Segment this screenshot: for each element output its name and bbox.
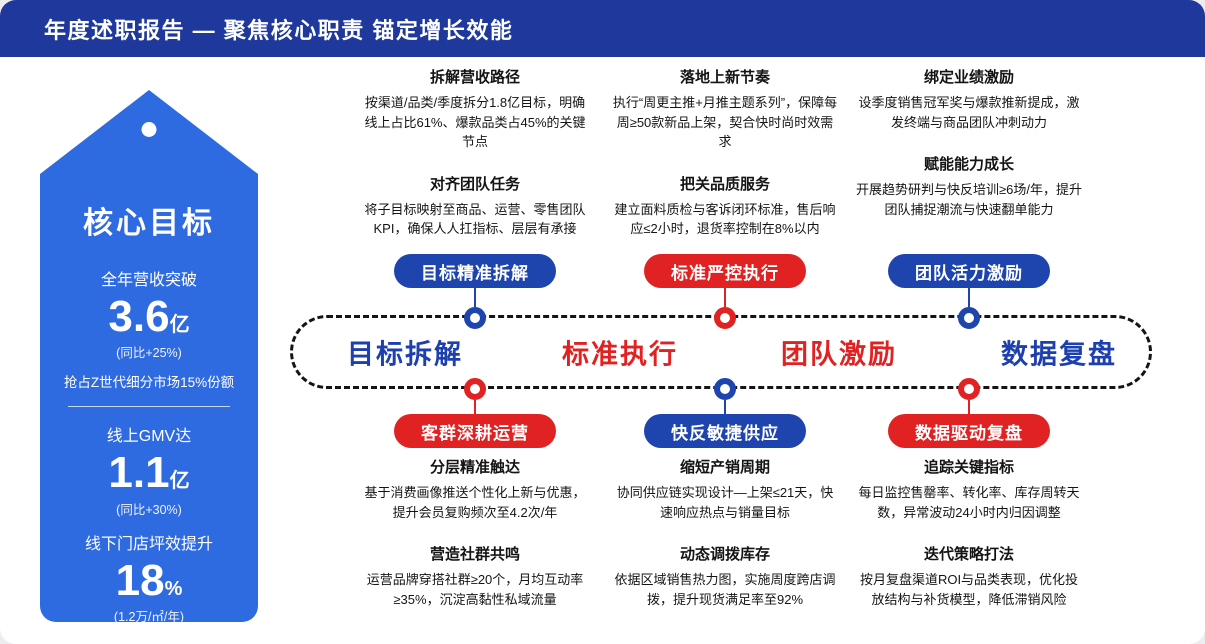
timeline-node-icon bbox=[958, 378, 980, 400]
connector-line bbox=[474, 288, 476, 307]
panel-divider bbox=[68, 406, 230, 408]
block-title: 动态调拨库存 bbox=[679, 546, 770, 563]
top-column-standard-execution: 落地上新节奏 执行“周更主推+月推主题系列”，保障每周≥50款新品上架，契合快时… bbox=[612, 66, 838, 239]
metric-label: 线上GMV达 bbox=[106, 428, 192, 446]
metric-store-efficiency: 线下门店坪效提升 18% (1.2万/㎡/年) bbox=[40, 530, 258, 625]
timeline-node-icon bbox=[714, 378, 736, 400]
metric-number: 3.6 bbox=[108, 292, 170, 341]
pill-agile-supply: 快反敏捷供应 bbox=[644, 414, 806, 448]
goal-panel-title: 核心目标 bbox=[83, 207, 215, 240]
block-body: 运营品牌穿搭社群≥20个，月均互动率≥35%，沉淀高黏性私域流量 bbox=[366, 572, 584, 607]
metric-value: 18% bbox=[40, 556, 258, 605]
metric-note: (1.2万/㎡/年) bbox=[113, 609, 185, 624]
block-body: 将子目标映射至商品、运营、零售团队KPI，确保人人扛指标、层层有承接 bbox=[364, 201, 586, 237]
top-column-team-motivation: 绑定业绩激励 设季度销售冠军奖与爆款推新提成，激发终端与商品团队冲刺动力 赋能能… bbox=[856, 66, 1082, 219]
block-title: 绑定业绩激励 bbox=[923, 69, 1014, 86]
metric-unit: 亿 bbox=[169, 470, 190, 493]
block-title: 追踪关键指标 bbox=[923, 459, 1014, 476]
block-body: 开展趋势研判与快反培训≥6场/年，提升团队捕捉潮流与快速翻单能力 bbox=[856, 182, 1082, 217]
page-title: 年度述职报告 — 聚焦核心职责 锚定增长效能 bbox=[44, 17, 514, 43]
block-body: 按月复盘渠道ROI与品类表现，优化投放结构与补货模型，降低滞销风险 bbox=[859, 572, 1079, 607]
metric-note: (同比+25%) bbox=[116, 346, 182, 361]
connector-line bbox=[724, 400, 726, 414]
pill-data-review: 数据驱动复盘 bbox=[888, 414, 1050, 448]
core-goal-panel: 核心目标 全年营收突破 3.6亿 (同比+25%) 抢占Z世代细分市场15%份额… bbox=[40, 90, 258, 625]
text-block: 营造社群共鸣 运营品牌穿搭社群≥20个，月均互动率≥35%，沉淀高黏性私域流量 bbox=[362, 543, 588, 609]
block-body: 依据区域销售热力图，实施周度跨店调拨，提升现货满足率至92% bbox=[614, 572, 836, 607]
pill-customer-operation: 客群深耕运营 bbox=[394, 414, 556, 448]
timeline-node-icon bbox=[464, 307, 486, 329]
pill-team-motivation: 团队活力激励 bbox=[888, 254, 1050, 288]
text-block: 赋能能力成长 开展趋势研判与快反培训≥6场/年，提升团队捕捉潮流与快速翻单能力 bbox=[856, 153, 1082, 219]
metric-label: 全年营收突破 bbox=[100, 272, 197, 289]
connector-line bbox=[968, 288, 970, 307]
block-title: 营造社群共鸣 bbox=[429, 546, 520, 563]
block-title: 分层精准触达 bbox=[429, 459, 520, 476]
milestone-label: 目标拆解 bbox=[347, 339, 463, 370]
block-body: 协同供应链实现设计—上架≤21天，快速响应热点与销量目标 bbox=[616, 485, 834, 520]
block-title: 落地上新节奏 bbox=[679, 69, 770, 86]
text-block: 动态调拨库存 依据区域销售热力图，实施周度跨店调拨，提升现货满足率至92% bbox=[612, 543, 838, 609]
block-title: 对齐团队任务 bbox=[429, 175, 520, 193]
connector-line bbox=[968, 400, 970, 414]
text-block: 把关品质服务 建立面料质检与客诉闭环标准，售后响应≤2小时，退货率控制在8%以内 bbox=[612, 173, 838, 239]
header-bar: 年度述职报告 — 聚焦核心职责 锚定增长效能 bbox=[0, 0, 1205, 57]
connector-line bbox=[724, 288, 726, 307]
block-title: 拆解营收路径 bbox=[429, 69, 520, 86]
metric-unit: % bbox=[164, 577, 183, 600]
connector-line bbox=[474, 400, 476, 414]
block-body: 按渠道/品类/季度拆分1.8亿目标，明确线上占比61%、爆款品类占45%的关键节… bbox=[364, 95, 586, 149]
metric-gmv: 线上GMV达 1.1亿 (同比+30%) bbox=[40, 422, 258, 517]
block-body: 建立面料质检与客诉闭环标准，售后响应≤2小时，退货率控制在8%以内 bbox=[614, 201, 836, 237]
bottom-column-agile-supply: 缩短产销周期 协同供应链实现设计—上架≤21天，快速响应热点与销量目标 动态调拨… bbox=[612, 456, 838, 609]
text-block: 落地上新节奏 执行“周更主推+月推主题系列”，保障每周≥50款新品上架，契合快时… bbox=[612, 66, 838, 152]
metric-value: 3.6亿 bbox=[40, 292, 258, 341]
block-body: 设季度销售冠军奖与爆款推新提成，激发终端与商品团队冲刺动力 bbox=[858, 95, 1080, 130]
block-title: 迭代策略打法 bbox=[923, 546, 1014, 563]
goal-panel-body: 核心目标 全年营收突破 3.6亿 (同比+25%) 抢占Z世代细分市场15%份额… bbox=[40, 174, 258, 625]
milestone-label: 团队激励 bbox=[781, 339, 897, 370]
block-title: 缩短产销周期 bbox=[679, 459, 770, 476]
milestone-label: 数据复盘 bbox=[1001, 339, 1117, 370]
block-body: 执行“周更主推+月推主题系列”，保障每周≥50款新品上架，契合快时尚时效需求 bbox=[612, 95, 838, 149]
block-body: 每日监控售罄率、转化率、库存周转天数，异常波动24小时内归因调整 bbox=[858, 485, 1080, 520]
timeline-node-icon bbox=[714, 307, 736, 329]
metric-value: 1.1亿 bbox=[40, 448, 258, 497]
block-title: 把关品质服务 bbox=[679, 175, 770, 193]
block-title: 赋能能力成长 bbox=[923, 156, 1014, 173]
pill-standard-execution: 标准严控执行 bbox=[644, 254, 806, 288]
metric-number: 18 bbox=[115, 555, 165, 605]
text-block: 绑定业绩激励 设季度销售冠军奖与爆款推新提成，激发终端与商品团队冲刺动力 bbox=[856, 66, 1082, 132]
text-block: 追踪关键指标 每日监控售罄率、转化率、库存周转天数，异常波动24小时内归因调整 bbox=[856, 456, 1082, 522]
text-block: 拆解营收路径 按渠道/品类/季度拆分1.8亿目标，明确线上占比61%、爆款品类占… bbox=[362, 66, 588, 152]
bottom-column-customer-operation: 分层精准触达 基于消费画像推送个性化上新与优惠，提升会员复购频次至4.2次/年 … bbox=[362, 456, 588, 609]
top-column-goal-breakdown: 拆解营收路径 按渠道/品类/季度拆分1.8亿目标，明确线上占比61%、爆款品类占… bbox=[362, 66, 588, 239]
milestone-label: 标准执行 bbox=[562, 339, 678, 370]
metric-label: 线下门店坪效提升 bbox=[84, 535, 213, 553]
banner-dot-icon bbox=[141, 122, 157, 137]
timeline-node-icon bbox=[464, 378, 486, 400]
metric-unit: 亿 bbox=[169, 314, 190, 336]
metric-revenue: 全年营收突破 3.6亿 (同比+25%) 抢占Z世代细分市场15%份额 bbox=[40, 266, 258, 391]
metric-note: (同比+30%) bbox=[116, 502, 182, 517]
pill-goal-breakdown: 目标精准拆解 bbox=[394, 254, 556, 288]
bottom-column-data-review: 追踪关键指标 每日监控售罄率、转化率、库存周转天数，异常波动24小时内归因调整 … bbox=[856, 456, 1082, 609]
metric-extra: 抢占Z世代细分市场15%份额 bbox=[63, 375, 235, 391]
text-block: 迭代策略打法 按月复盘渠道ROI与品类表现，优化投放结构与补货模型，降低滞销风险 bbox=[856, 543, 1082, 609]
text-block: 缩短产销周期 协同供应链实现设计—上架≤21天，快速响应热点与销量目标 bbox=[612, 456, 838, 522]
timeline-node-icon bbox=[958, 307, 980, 329]
text-block: 对齐团队任务 将子目标映射至商品、运营、零售团队KPI，确保人人扛指标、层层有承… bbox=[362, 173, 588, 239]
text-block: 分层精准触达 基于消费画像推送个性化上新与优惠，提升会员复购频次至4.2次/年 bbox=[362, 456, 588, 522]
metric-number: 1.1 bbox=[108, 448, 170, 498]
block-body: 基于消费画像推送个性化上新与优惠，提升会员复购频次至4.2次/年 bbox=[364, 485, 586, 520]
